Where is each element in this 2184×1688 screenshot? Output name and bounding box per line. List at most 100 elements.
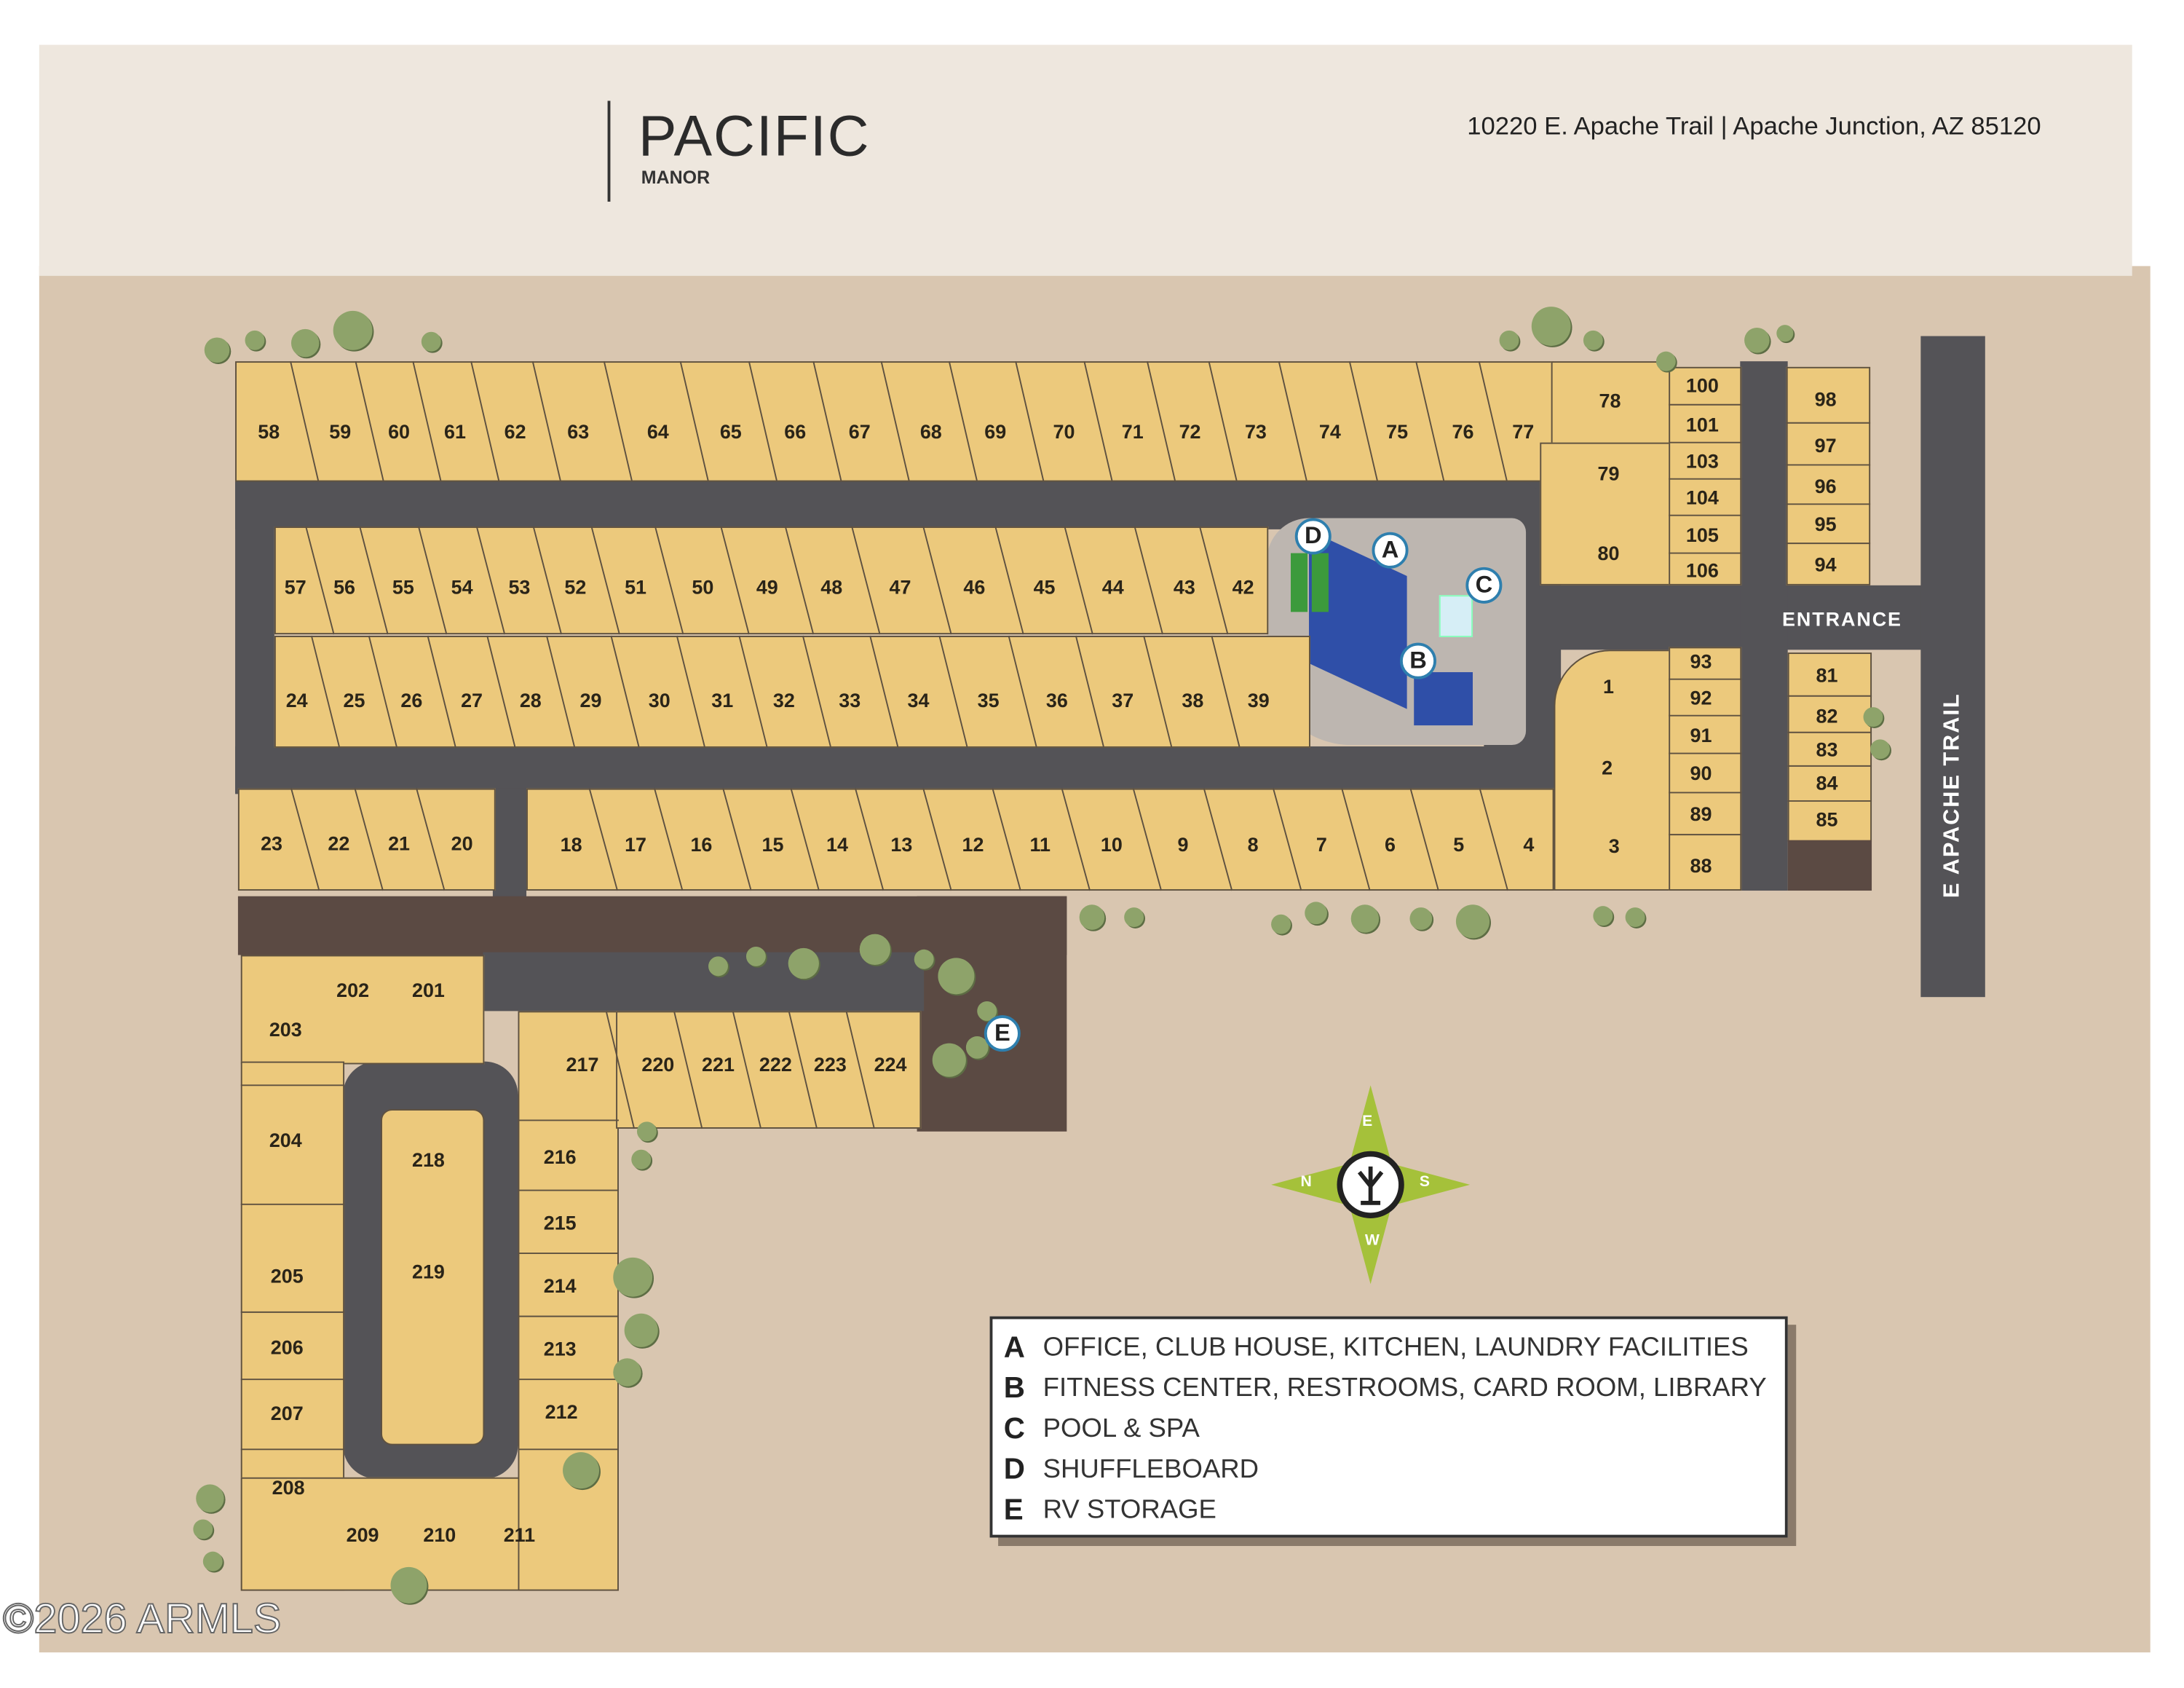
- marker-d[interactable]: D: [1294, 518, 1332, 555]
- lot-65[interactable]: 65: [719, 419, 742, 443]
- lot-218[interactable]: 218: [411, 1148, 445, 1171]
- lot-44[interactable]: 44: [1101, 575, 1124, 599]
- lot-52[interactable]: 52: [564, 575, 587, 599]
- lot-61[interactable]: 61: [443, 419, 466, 443]
- lot-71[interactable]: 71: [1121, 419, 1144, 443]
- lot-63[interactable]: 63: [567, 419, 590, 443]
- lot-46[interactable]: 46: [963, 575, 986, 599]
- lot-83[interactable]: 83: [1816, 738, 1838, 761]
- lot-208[interactable]: 208: [272, 1475, 305, 1499]
- lot-101[interactable]: 101: [1685, 413, 1719, 436]
- lot-31[interactable]: 31: [711, 689, 734, 711]
- lot-21[interactable]: 21: [388, 832, 411, 855]
- lot-24[interactable]: 24: [285, 689, 308, 711]
- lot-5[interactable]: 5: [1453, 833, 1465, 856]
- lot-8[interactable]: 8: [1247, 833, 1259, 856]
- lot-25[interactable]: 25: [343, 689, 365, 711]
- marker-b[interactable]: B: [1400, 642, 1436, 679]
- lot-28[interactable]: 28: [519, 689, 542, 711]
- lot-1[interactable]: 1: [1603, 674, 1615, 698]
- marker-c[interactable]: C: [1465, 567, 1503, 604]
- lot-205[interactable]: 205: [270, 1264, 304, 1287]
- lot-64[interactable]: 64: [646, 419, 669, 443]
- lot-216[interactable]: 216: [543, 1145, 577, 1168]
- lot-75[interactable]: 75: [1386, 419, 1409, 443]
- lot-217[interactable]: 217: [566, 1053, 599, 1076]
- lot-3[interactable]: 3: [1608, 835, 1620, 857]
- marker-e[interactable]: E: [984, 1015, 1021, 1052]
- lot-66[interactable]: 66: [784, 419, 807, 443]
- lot-27[interactable]: 27: [461, 689, 483, 711]
- lot-74[interactable]: 74: [1318, 419, 1341, 443]
- lot-95[interactable]: 95: [1814, 512, 1837, 535]
- lot-212[interactable]: 212: [545, 1400, 578, 1423]
- lot-37[interactable]: 37: [1112, 689, 1134, 711]
- lot-79[interactable]: 79: [1597, 462, 1620, 485]
- lot-103[interactable]: 103: [1685, 449, 1719, 473]
- lot-54[interactable]: 54: [451, 575, 473, 599]
- lot-223[interactable]: 223: [813, 1053, 847, 1076]
- lot-2[interactable]: 2: [1602, 756, 1613, 779]
- lot-98[interactable]: 98: [1814, 387, 1837, 411]
- lot-201[interactable]: 201: [411, 979, 445, 1001]
- lot-33[interactable]: 33: [839, 689, 861, 711]
- lot-209[interactable]: 209: [346, 1523, 379, 1546]
- lot-206[interactable]: 206: [270, 1336, 304, 1359]
- lot-16[interactable]: 16: [690, 833, 713, 856]
- lot-220[interactable]: 220: [641, 1053, 675, 1076]
- lot-92[interactable]: 92: [1690, 686, 1712, 709]
- lot-203[interactable]: 203: [269, 1018, 302, 1041]
- lot-57[interactable]: 57: [284, 575, 306, 599]
- lot-29[interactable]: 29: [579, 689, 602, 711]
- lot-204[interactable]: 204: [269, 1128, 302, 1151]
- lot-22[interactable]: 22: [328, 832, 350, 855]
- lot-81[interactable]: 81: [1816, 663, 1838, 687]
- lot-55[interactable]: 55: [392, 575, 414, 599]
- lot-76[interactable]: 76: [1452, 419, 1474, 443]
- lot-34[interactable]: 34: [907, 689, 930, 711]
- lot-80[interactable]: 80: [1597, 542, 1620, 564]
- lot-6[interactable]: 6: [1385, 833, 1396, 856]
- lot-47[interactable]: 47: [889, 575, 911, 599]
- lot-17[interactable]: 17: [625, 833, 647, 856]
- lot-67[interactable]: 67: [848, 419, 871, 443]
- lot-94[interactable]: 94: [1814, 553, 1837, 576]
- lot-36[interactable]: 36: [1045, 689, 1068, 711]
- lot-45[interactable]: 45: [1033, 575, 1056, 599]
- lot-51[interactable]: 51: [625, 575, 647, 599]
- lot-70[interactable]: 70: [1053, 419, 1075, 443]
- lot-100[interactable]: 100: [1685, 374, 1719, 397]
- lot-221[interactable]: 221: [702, 1053, 735, 1076]
- lot-43[interactable]: 43: [1173, 575, 1195, 599]
- lot-202[interactable]: 202: [336, 979, 370, 1001]
- lot-88[interactable]: 88: [1690, 854, 1712, 877]
- lot-58[interactable]: 58: [258, 419, 280, 443]
- lot-78[interactable]: 78: [1599, 389, 1621, 412]
- lot-97[interactable]: 97: [1814, 434, 1837, 457]
- lot-214[interactable]: 214: [543, 1274, 577, 1297]
- lot-48[interactable]: 48: [820, 575, 843, 599]
- lot-211[interactable]: 211: [503, 1523, 536, 1546]
- lot-59[interactable]: 59: [329, 419, 352, 443]
- lot-42[interactable]: 42: [1232, 575, 1254, 599]
- lot-23[interactable]: 23: [261, 832, 283, 855]
- lot-89[interactable]: 89: [1690, 802, 1712, 825]
- lot-53[interactable]: 53: [508, 575, 531, 599]
- lot-60[interactable]: 60: [388, 419, 411, 443]
- lot-210[interactable]: 210: [423, 1523, 456, 1546]
- lot-224[interactable]: 224: [874, 1053, 907, 1076]
- lot-96[interactable]: 96: [1814, 474, 1837, 497]
- lot-72[interactable]: 72: [1179, 419, 1201, 443]
- lot-62[interactable]: 62: [504, 419, 526, 443]
- lot-90[interactable]: 90: [1690, 762, 1712, 784]
- lot-82[interactable]: 82: [1816, 704, 1838, 727]
- lot-219[interactable]: 219: [411, 1260, 445, 1283]
- lot-20[interactable]: 20: [451, 832, 473, 855]
- lot-30[interactable]: 30: [648, 689, 670, 711]
- lot-12[interactable]: 12: [962, 833, 984, 856]
- lot-85[interactable]: 85: [1816, 808, 1838, 831]
- lot-222[interactable]: 222: [759, 1053, 792, 1076]
- lot-4[interactable]: 4: [1523, 833, 1535, 856]
- lot-73[interactable]: 73: [1244, 419, 1267, 443]
- lot-26[interactable]: 26: [400, 689, 423, 711]
